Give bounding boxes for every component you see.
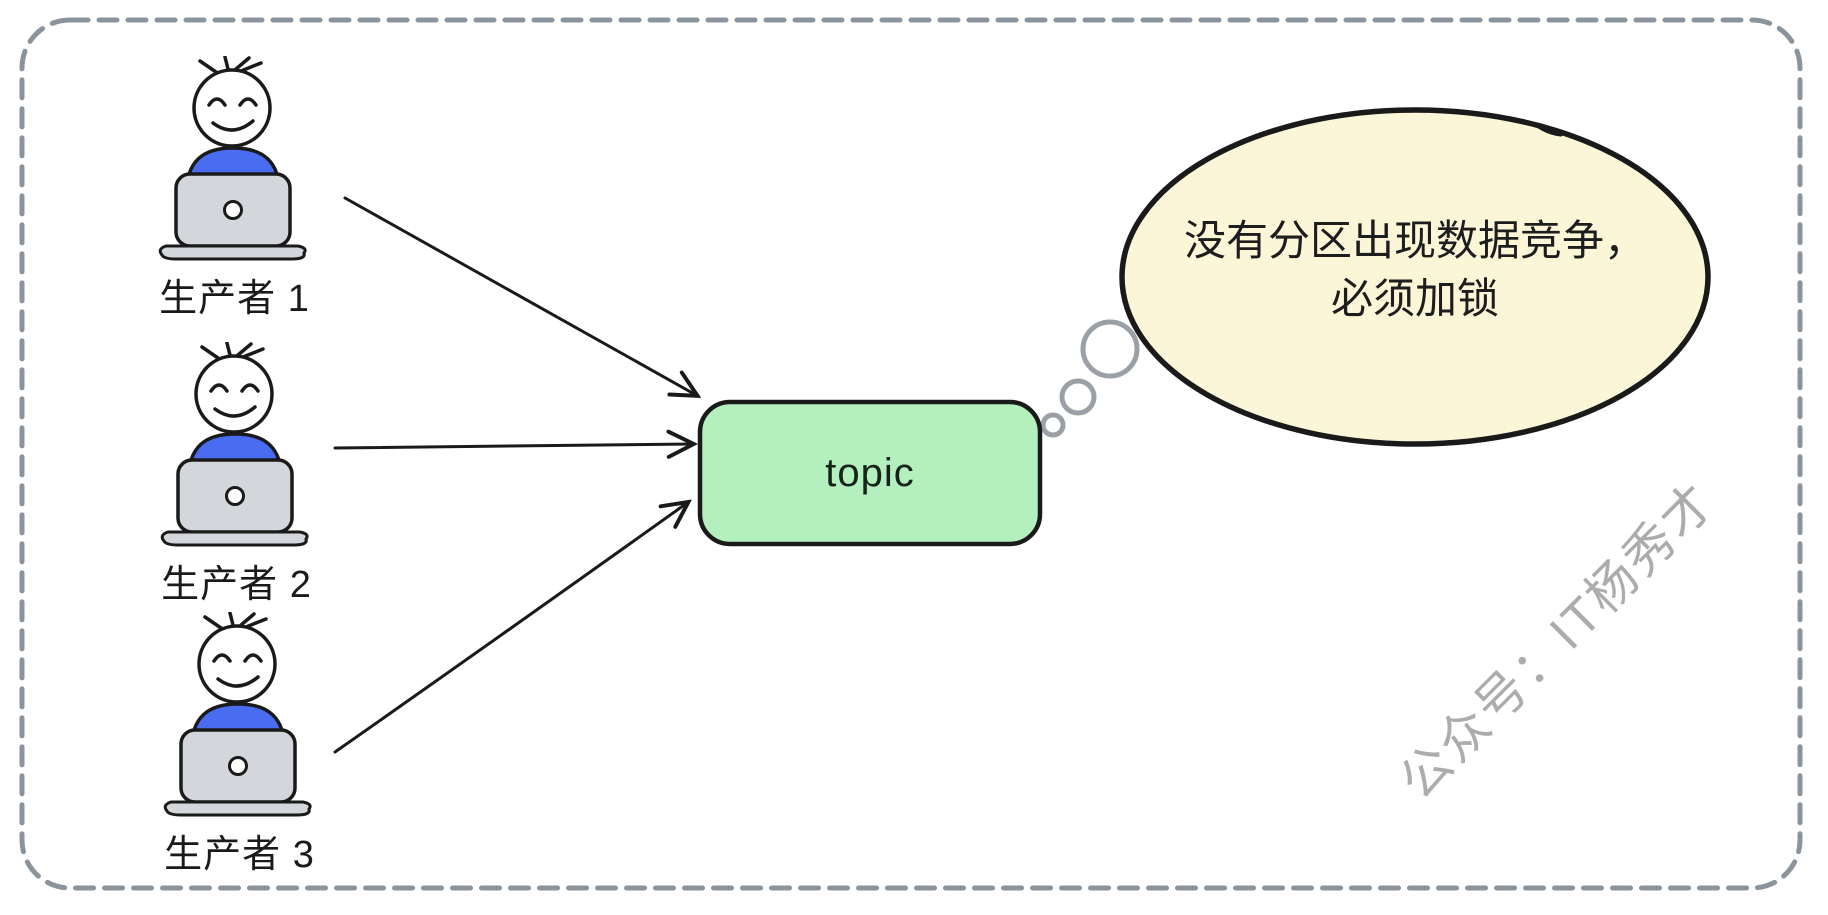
thought-bubble-ellipse xyxy=(1119,107,1711,447)
arrow-producer1-to-topic xyxy=(343,196,696,395)
thought-dot-small xyxy=(1040,412,1066,438)
dashed-frame-border xyxy=(19,17,1803,891)
thought-bubble-text: 没有分区出现数据竞争， 必须加锁 xyxy=(1122,212,1708,328)
bubble-sketch-tick xyxy=(1532,122,1563,137)
bubble-text-line2: 必须加锁 xyxy=(1330,275,1499,322)
topic-node-shape xyxy=(697,399,1043,547)
producer-3-label: 生产者 3 xyxy=(164,834,315,876)
thought-dot-large xyxy=(1080,319,1140,379)
arrow-producer2-to-topic xyxy=(333,444,692,448)
person-at-laptop-icon xyxy=(158,56,307,261)
arrow-producer3-to-topic xyxy=(333,503,687,754)
producer-2: 生产者 2 xyxy=(154,342,319,608)
producer-2-label: 生产者 2 xyxy=(161,564,312,606)
topic-node-label: topic xyxy=(825,450,915,495)
producer-1: 生产者 1 xyxy=(152,56,317,322)
thought-dot-medium xyxy=(1059,378,1097,416)
person-at-laptop-icon xyxy=(163,612,312,817)
producer-3: 生产者 3 xyxy=(157,612,322,878)
producer-1-label: 生产者 1 xyxy=(159,278,310,320)
person-at-laptop-icon xyxy=(160,342,309,547)
bubble-text-line1: 没有分区出现数据竞争， xyxy=(1183,217,1646,264)
